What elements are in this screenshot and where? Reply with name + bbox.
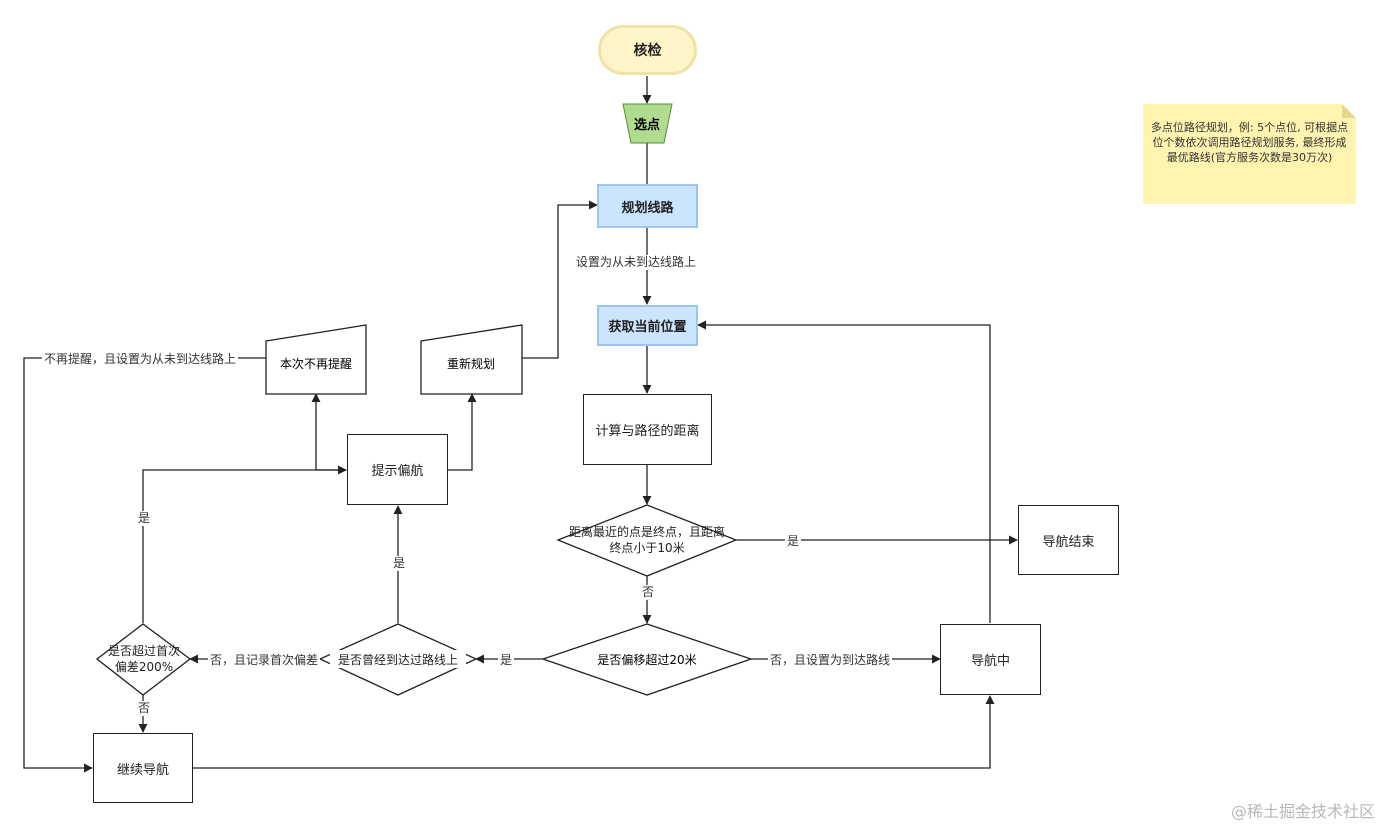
edge-navigating-to-position (697, 320, 991, 623)
edge-label-yes-over: 是 (136, 511, 153, 526)
node-prompt-offset: 提示偏航 (347, 434, 448, 505)
node-navigating: 导航中 (940, 624, 1041, 695)
edge-label-no-more-prompt: 不再提醒，且设置为从未到达线路上 (42, 352, 239, 367)
edge-label-yes-offset: 是 (498, 653, 515, 668)
edge-label-no-over: 否 (136, 701, 153, 716)
node-select-point: 选点 (634, 117, 660, 133)
watermark-text: @稀土掘金技术社区 (1230, 802, 1375, 821)
node-near-end-shape (556, 504, 738, 577)
edge-over-first-to-prompt (142, 465, 347, 623)
node-over-first-deviation: 是否超过首次偏差200% (107, 644, 180, 674)
node-offset-shape (540, 623, 754, 696)
edge-label-no-near: 否 (640, 585, 657, 600)
node-is-near-end: 距离最近的点是终点，且距离终点小于10米 (568, 525, 725, 555)
edge-prompt-to-no-prompt (311, 393, 346, 471)
note-text: 多点位路径规划，例: 5个点位, 可根据点位个数依次调用路径规划服务, 最终形成… (1150, 121, 1349, 164)
edge-label-yes-end: 是 (785, 534, 802, 549)
edge-continue-to-navigating (193, 695, 995, 769)
node-plan-route: 规划线路 (597, 184, 698, 228)
node-continue-nav: 继续导航 (93, 733, 193, 803)
node-no-prompt-this-time: 本次不再提醒 (280, 356, 352, 371)
node-is-offset: 是否偏移超过20米 (597, 652, 696, 667)
note-multi-point-planning: 多点位路径规划，例: 5个点位, 可根据点位个数依次调用路径规划服务, 最终形成… (1143, 104, 1356, 204)
edge-label-no-record-first: 否，且记录首次偏差 (208, 653, 321, 668)
node-replan: 重新规划 (447, 356, 495, 371)
node-get-position: 获取当前位置 (597, 305, 698, 346)
node-replan-shape (420, 324, 523, 395)
edge-prompt-to-replan (448, 393, 477, 471)
node-was-on-route: 是否曾经到达过路线上 (330, 650, 466, 668)
node-over-first-shape (95, 623, 192, 696)
node-calc-distance: 计算与路径的距离 (583, 394, 712, 465)
node-select-point-shape (622, 103, 673, 144)
node-no-prompt-shape (265, 324, 367, 395)
edge-label-yes-prompt: 是 (391, 556, 408, 571)
edge-label-no-set-reached: 否，且设置为到达路线 (768, 653, 893, 668)
node-inspect: 核检 (598, 25, 697, 75)
edge-replan-to-plan (522, 200, 598, 359)
edge-label-set-never-reached: 设置为从未到达线路上 (574, 255, 699, 270)
node-nav-end: 导航结束 (1018, 505, 1119, 575)
